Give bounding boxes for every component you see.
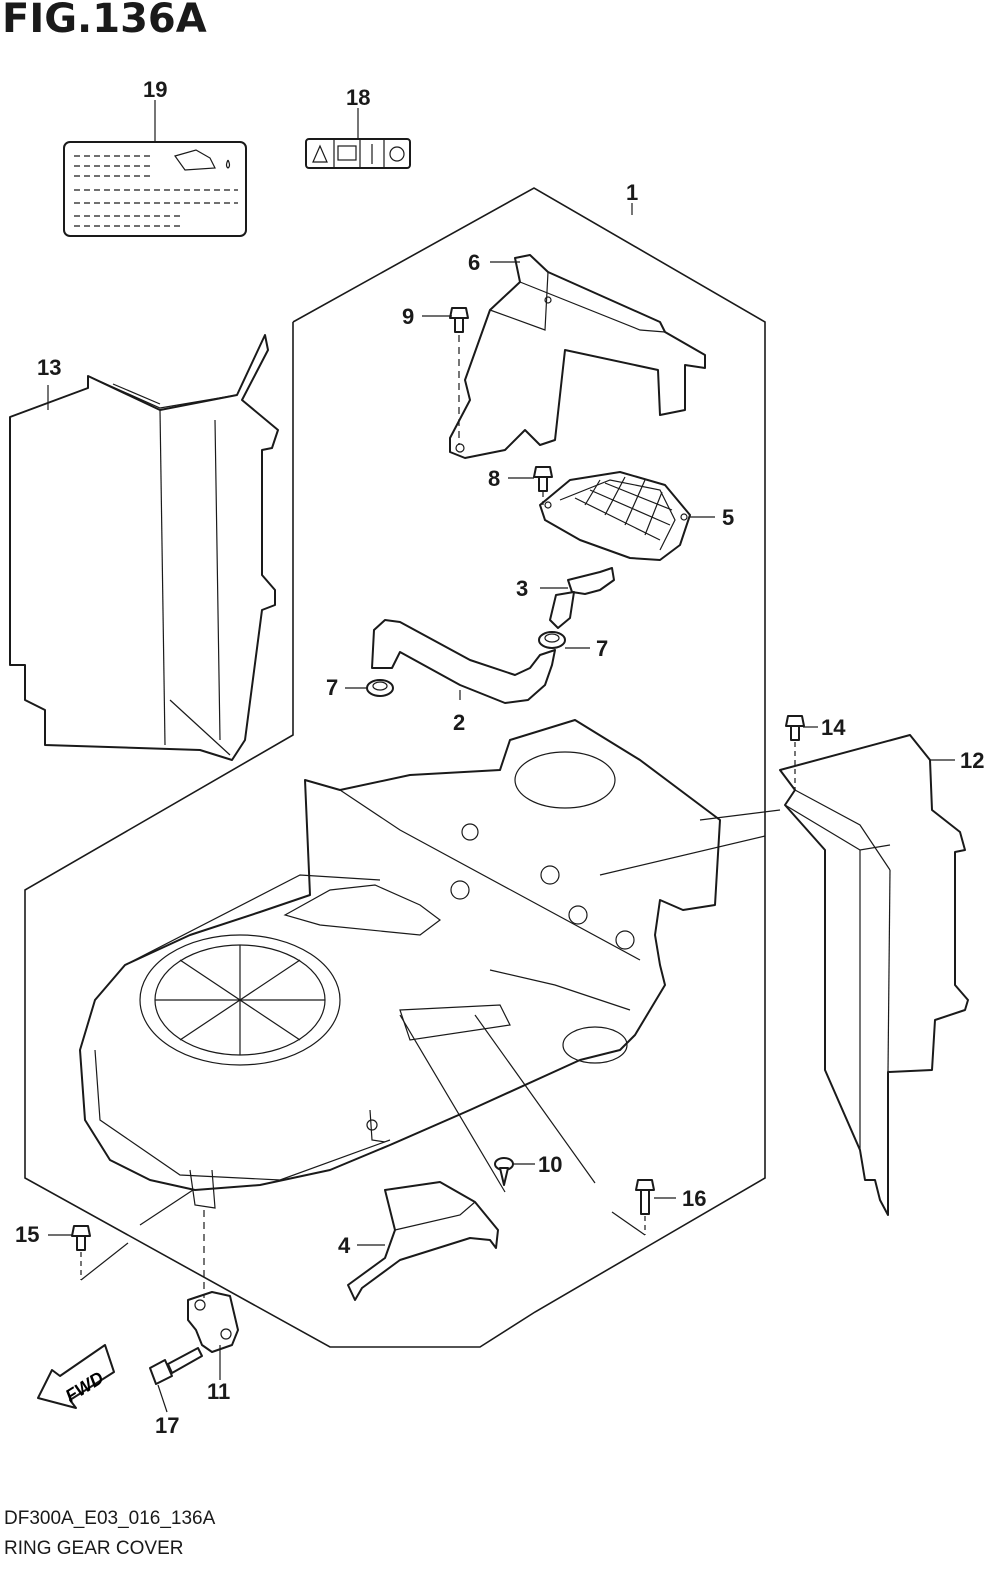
side-plate-12[interactable] xyxy=(779,734,969,1216)
leader-lines xyxy=(47,100,955,1413)
diagram-code: DF300A_E03_016_136A xyxy=(4,1508,216,1529)
callout-13: 13 xyxy=(37,355,61,380)
callout-16: 16 xyxy=(682,1186,706,1211)
figure-title: FIG.136A xyxy=(2,0,207,42)
fitting-3[interactable] xyxy=(549,567,615,629)
clamp-block-11[interactable] xyxy=(187,1291,239,1353)
bolt-9[interactable] xyxy=(449,307,469,333)
side-plate-13[interactable] xyxy=(9,334,279,761)
bolt-8[interactable] xyxy=(533,466,553,492)
bolt-16[interactable] xyxy=(635,1179,655,1215)
callout-14: 14 xyxy=(821,715,846,740)
upper-duct-6[interactable] xyxy=(449,254,706,459)
bolt-14[interactable] xyxy=(785,715,805,741)
callout-4: 4 xyxy=(338,1233,351,1258)
callout-7a: 7 xyxy=(326,675,338,700)
warning-decal-18[interactable] xyxy=(305,138,411,169)
callout-5: 5 xyxy=(722,505,734,530)
callout-8: 8 xyxy=(488,466,500,491)
callout-3: 3 xyxy=(516,576,528,601)
callout-19: 19 xyxy=(143,77,167,102)
assembly-frame xyxy=(24,187,766,1348)
callout-15: 15 xyxy=(15,1222,39,1247)
bolt-15[interactable] xyxy=(71,1225,91,1251)
callout-17: 17 xyxy=(155,1413,179,1438)
forward-arrow-icon: FWD xyxy=(37,1344,115,1409)
callout-11: 11 xyxy=(207,1379,230,1404)
screen-cover-5[interactable] xyxy=(539,471,691,561)
hose-2[interactable] xyxy=(371,619,556,704)
callout-2: 2 xyxy=(453,710,465,735)
callout-10: 10 xyxy=(538,1152,562,1177)
diagram-caption: RING GEAR COVER xyxy=(4,1538,184,1559)
hose-clamp-7a[interactable] xyxy=(366,679,394,697)
callout-6: 6 xyxy=(468,250,480,275)
callout-7b: 7 xyxy=(596,636,608,661)
label-sheet-19[interactable] xyxy=(63,141,247,237)
callout-9: 9 xyxy=(402,304,414,329)
hose-clamp-7b[interactable] xyxy=(538,631,566,649)
callout-1: 1 xyxy=(626,180,638,205)
callout-18: 18 xyxy=(346,85,370,110)
bolt-17[interactable] xyxy=(149,1347,203,1385)
ring-gear-cover-body-1[interactable] xyxy=(79,719,721,1209)
screw-10[interactable] xyxy=(494,1157,514,1186)
callouts: 19 18 1 6 9 13 8 5 3 7 7 2 14 12 10 16 1… xyxy=(15,77,984,1438)
bracket-4[interactable] xyxy=(347,1181,499,1301)
callout-12: 12 xyxy=(960,748,984,773)
